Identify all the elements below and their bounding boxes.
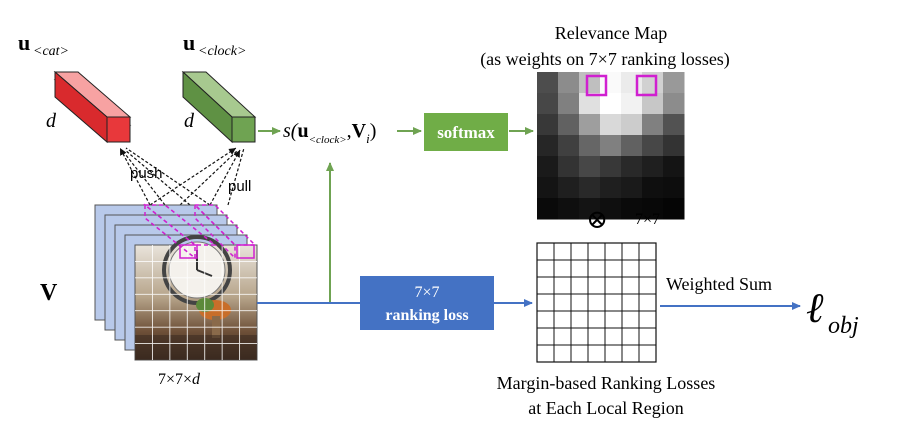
relevance-cell — [663, 156, 685, 178]
u-clock-label: u — [183, 30, 195, 55]
local-region-highlights — [142, 203, 257, 260]
relevance-cell — [663, 72, 685, 94]
u-cat-label: u — [18, 30, 30, 55]
margin-losses-line2: at Each Local Region — [528, 398, 683, 418]
otimes-symbol: ⊗ — [586, 205, 608, 234]
relevance-cell — [642, 135, 664, 157]
ranking-loss-box — [360, 276, 494, 330]
relevance-cell — [579, 198, 601, 220]
relevance-cell — [663, 114, 685, 136]
relevance-cell — [642, 93, 664, 115]
relevance-cell — [642, 156, 664, 178]
u-cat-embedding-bar — [53, 70, 132, 144]
relevance-cell — [579, 156, 601, 178]
relevance-cell — [558, 156, 580, 178]
relevance-cell — [642, 177, 664, 199]
relevance-cell — [600, 114, 622, 136]
relevance-map-subtitle: (as weights on 7×7 ranking losses) — [480, 49, 730, 70]
relevance-cell — [621, 93, 643, 115]
relevance-cell — [642, 114, 664, 136]
ranking-loss-line2: ranking loss — [385, 307, 468, 324]
loss-symbol: ℓ — [806, 286, 824, 332]
relevance-cell — [600, 177, 622, 199]
relevance-cell — [579, 135, 601, 157]
ranking-losses-grid — [536, 242, 657, 363]
relevance-cell — [663, 135, 685, 157]
relevance-cell — [600, 135, 622, 157]
ranking-loss-line1: 7×7 — [414, 284, 439, 301]
softmax-label: softmax — [437, 123, 495, 142]
relevance-cell — [537, 72, 559, 94]
dims-label: 7×7×d — [158, 371, 201, 388]
relevance-cell — [537, 114, 559, 136]
relevance-cell — [600, 93, 622, 115]
d-right-label: d — [184, 110, 195, 132]
relevance-cell — [642, 198, 664, 220]
relevance-cell — [621, 114, 643, 136]
relevance-cell — [663, 93, 685, 115]
u-clock-subscript: <clock> — [198, 44, 246, 59]
relevance-highlight-1 — [585, 74, 608, 97]
push-pull-arrows — [119, 147, 245, 206]
relevance-cell — [558, 93, 580, 115]
u-clock-embedding-bar — [181, 70, 257, 144]
V-label: V — [40, 280, 58, 306]
relevance-cell — [537, 135, 559, 157]
relevance-highlight-2 — [635, 74, 658, 97]
similarity-expression: s(u<clock>,Vi) — [283, 120, 376, 146]
loss-subscript: obj — [828, 313, 859, 339]
relevance-map — [537, 72, 685, 220]
relevance-cell — [642, 72, 664, 94]
margin-losses-line1: Margin-based Ranking Losses — [497, 373, 716, 393]
relevance-cell — [579, 72, 601, 94]
relevance-cell — [600, 198, 622, 220]
relevance-cell — [558, 114, 580, 136]
grid-size-label: 7×7 — [635, 211, 660, 228]
pull-label: pull — [228, 178, 251, 195]
relevance-cell — [579, 93, 601, 115]
u-cat-subscript: <cat> — [33, 44, 69, 59]
relevance-map-title: Relevance Map — [555, 23, 667, 43]
relevance-cell — [579, 177, 601, 199]
relevance-cell — [537, 156, 559, 178]
relevance-cell — [537, 177, 559, 199]
relevance-cell — [621, 135, 643, 157]
relevance-cell — [558, 72, 580, 94]
ranking-grid-border — [536, 242, 657, 363]
relevance-cell — [558, 198, 580, 220]
relevance-cell — [663, 177, 685, 199]
push-label: push — [130, 165, 163, 182]
relevance-cell — [621, 177, 643, 199]
relevance-cell — [621, 198, 643, 220]
relevance-cell — [558, 135, 580, 157]
relevance-cell — [579, 114, 601, 136]
relevance-cell — [537, 198, 559, 220]
relevance-cell — [537, 93, 559, 115]
relevance-cell — [663, 198, 685, 220]
d-left-label: d — [46, 110, 57, 132]
relevance-cell — [621, 156, 643, 178]
weighted-sum-label: Weighted Sum — [666, 274, 772, 294]
relevance-cell — [558, 177, 580, 199]
softmax-box — [424, 113, 508, 151]
relevance-cell — [600, 156, 622, 178]
feature-map-stack — [94, 204, 258, 361]
